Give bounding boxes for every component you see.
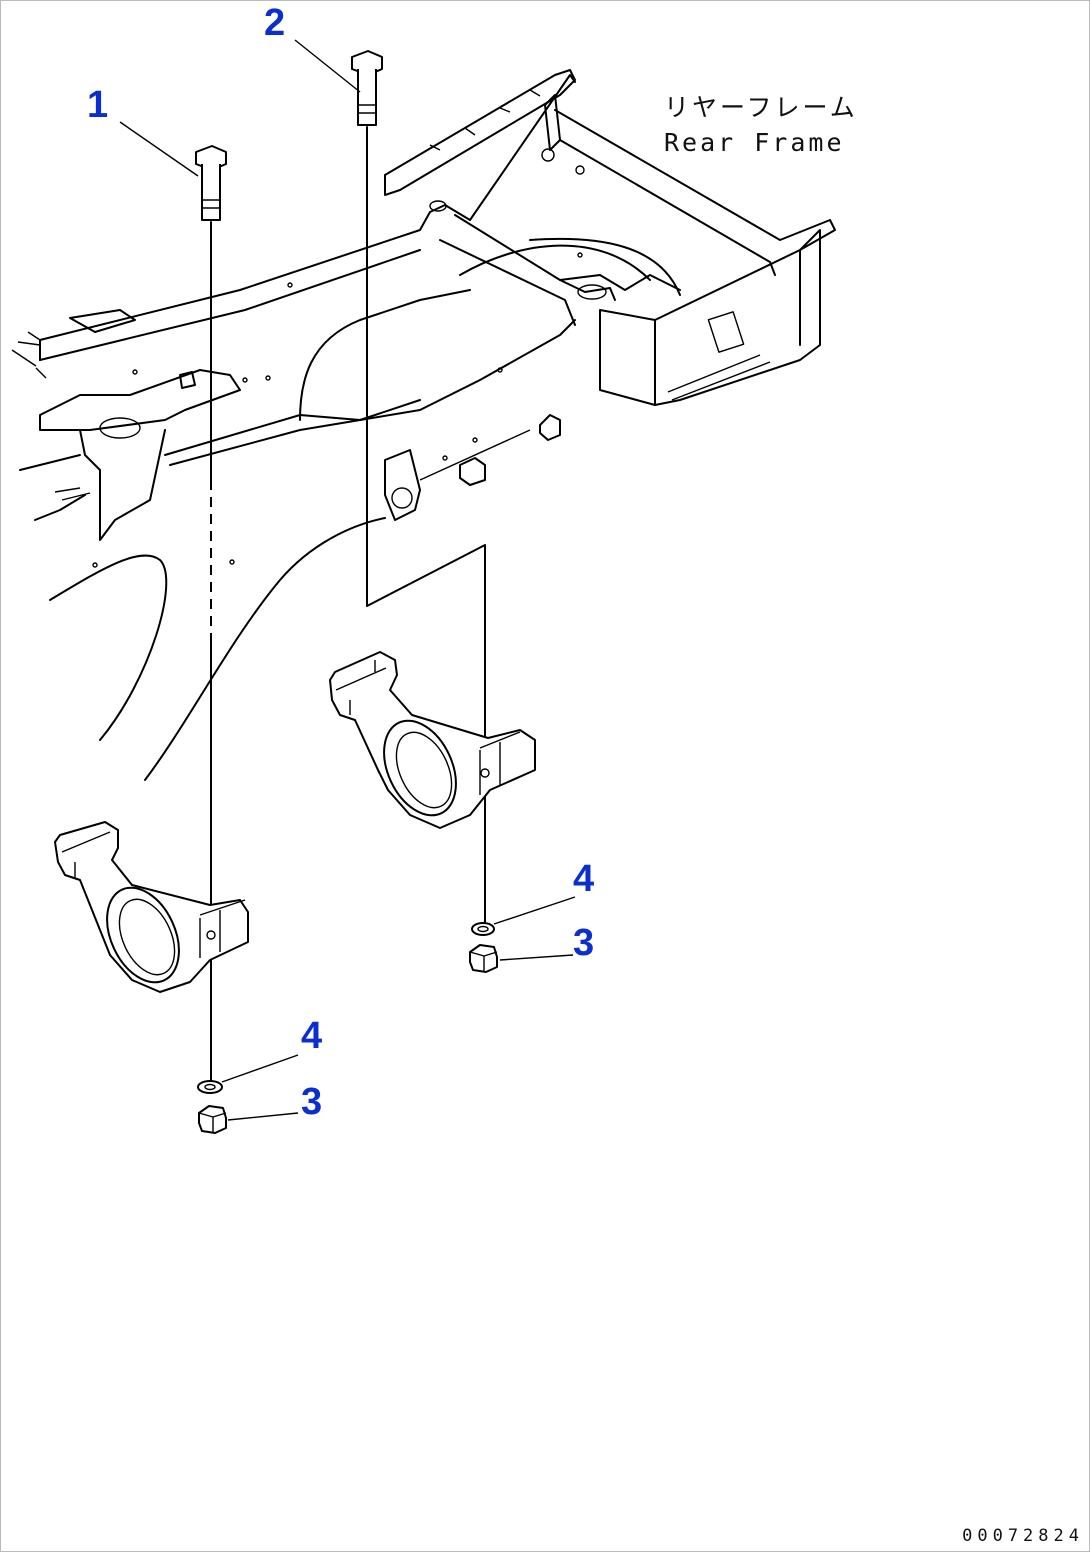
callout-nut-right: 3 [573, 922, 595, 964]
rear-frame [11, 69, 836, 781]
callout-bolt-1: 1 [87, 84, 109, 126]
callout-nut-left: 3 [301, 1081, 323, 1123]
callout-washer-left: 4 [301, 1015, 323, 1057]
drawing-number: 00072824 [962, 1526, 1084, 1546]
axle-support-lower [54, 821, 249, 993]
bolt-left [195, 145, 227, 1081]
callout-bolt-2: 2 [264, 2, 286, 44]
nut-left [198, 1105, 227, 1134]
bolt-right [351, 50, 486, 926]
axle-support-upper [329, 651, 536, 829]
callout-washer-right: 4 [573, 858, 595, 900]
leader-lines [119, 39, 576, 1121]
frame-label-jp: リヤーフレーム [664, 93, 858, 122]
nut-right [469, 944, 498, 973]
washer-right [471, 922, 495, 936]
washer-left [197, 1080, 223, 1094]
frame-label-en: Rear Frame [664, 128, 845, 157]
